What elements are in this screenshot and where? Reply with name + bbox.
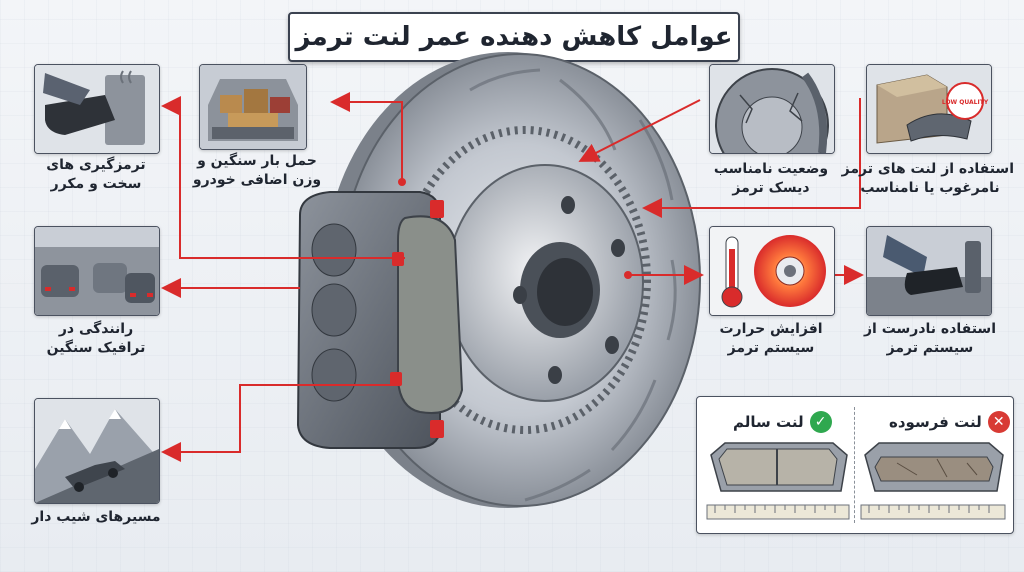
card-poor-pads: LOW QUALITY — [866, 64, 992, 154]
damaged-disc-icon — [710, 65, 834, 153]
worn-pad — [864, 442, 1004, 492]
card-heavy-traffic — [34, 226, 160, 316]
label-poor-pads: استفاده از لنت های ترمز نامرغوب یا نامنا… — [841, 161, 1014, 196]
card-improper-use — [866, 226, 992, 316]
pad-illustrations — [706, 442, 1006, 520]
brake-caliper — [296, 191, 464, 449]
label-disc-condition: وضعیت نامناسب دیسک ترمز — [713, 161, 829, 196]
page-title: عوامل کاهش دهنده عمر لنت ترمز — [288, 12, 740, 62]
ruler-healthy — [706, 504, 850, 520]
card-hard-braking — [34, 64, 160, 154]
low-quality-stamp: LOW QUALITY — [942, 99, 989, 106]
worn-pad-label: لنت فرسوده — [889, 413, 982, 431]
check-icon: ✓ — [809, 411, 832, 433]
label-improper-use: استفاده نادرست از سیستم ترمز — [863, 321, 996, 356]
car-trunk-icon — [200, 65, 306, 149]
card-heavy-load — [199, 64, 307, 150]
card-disc-condition — [709, 64, 835, 154]
worn-pad-header: ✕ لنت فرسوده — [889, 411, 1010, 433]
label-heavy-traffic: رانندگی در ترافیک سنگین — [46, 321, 146, 356]
traffic-cars-icon — [35, 227, 159, 315]
healthy-pad-header: ✓ لنت سالم — [733, 411, 832, 433]
pad-box-icon: LOW QUALITY — [867, 65, 991, 153]
arrow-heavy-load — [330, 92, 403, 182]
pad-comparison-panel: ✓ لنت سالم ✕ لنت فرسوده — [696, 396, 1014, 534]
arrow-disc-condition — [578, 99, 701, 162]
label-hard-braking: ترمزگیری های سخت و مکرر — [46, 157, 146, 192]
divider — [854, 407, 855, 523]
label-heat: افزایش حرارت سیستم ترمز — [719, 321, 823, 356]
card-heat — [709, 226, 835, 316]
label-heavy-load: حمل بار سنگین و وزن اضافی خودرو — [192, 153, 322, 188]
foot-on-pedal-icon — [867, 227, 991, 315]
thermometer-hot-disc-icon — [710, 227, 834, 315]
ruler-worn — [860, 504, 1006, 520]
card-slopes — [34, 398, 160, 504]
label-slopes: مسیرهای شیب دار — [31, 509, 161, 525]
connector-arrows — [161, 92, 864, 462]
foot-pedal-icon — [35, 65, 159, 153]
cross-icon: ✕ — [987, 411, 1010, 433]
healthy-pad-label: لنت سالم — [733, 413, 804, 431]
healthy-pad — [710, 442, 848, 492]
arrow-slopes — [161, 384, 400, 462]
arrow-poor-pads — [642, 98, 861, 218]
arrow-hard-braking — [161, 96, 405, 259]
mountain-car-icon — [35, 399, 159, 503]
